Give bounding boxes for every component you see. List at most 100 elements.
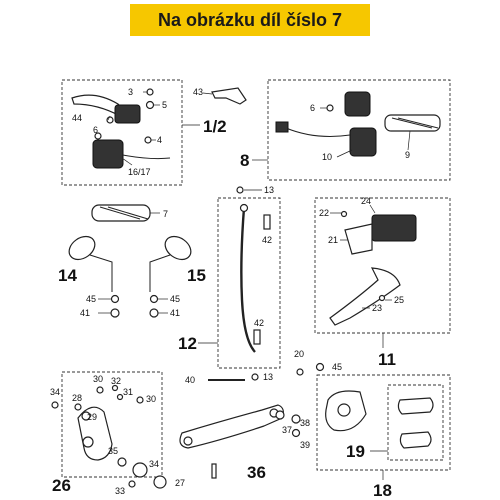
label-23: 23 xyxy=(372,303,382,313)
banjo-13-bottom xyxy=(251,373,259,381)
clip-32 xyxy=(111,384,119,392)
label-39: 39 xyxy=(300,440,310,450)
lever-clamp xyxy=(114,104,141,124)
screw-6 xyxy=(94,132,102,140)
label-41-right: 41 xyxy=(170,308,180,318)
group-label-26: 26 xyxy=(52,476,71,495)
label-35: 35 xyxy=(108,446,118,456)
bolt-34-top xyxy=(51,401,59,409)
mirror-stem-right xyxy=(149,254,171,292)
switch-housing-16-17 xyxy=(92,139,124,169)
nut-45-right xyxy=(149,294,159,304)
label-33: 33 xyxy=(115,486,125,496)
bush-30-top xyxy=(96,386,104,394)
label-13-top: 13 xyxy=(264,185,274,195)
label-6-right: 6 xyxy=(310,103,315,113)
label-7: 7 xyxy=(163,209,168,219)
label-34-top: 34 xyxy=(50,387,60,397)
nut-33 xyxy=(128,480,136,488)
label-40: 40 xyxy=(185,375,195,385)
arm-end-hole-left xyxy=(183,436,193,446)
page-title-banner: Na obrázku díl číslo 7 xyxy=(130,4,370,36)
label-16-17: 16/17 xyxy=(128,167,151,177)
nut-41-left xyxy=(110,308,120,318)
label-10: 10 xyxy=(322,152,332,162)
hose-fitting-top xyxy=(239,203,249,213)
label-44: 44 xyxy=(72,113,82,123)
group-box-1-2 xyxy=(61,79,183,186)
group-label-14: 14 xyxy=(58,266,77,285)
label-34-bottom: 34 xyxy=(149,459,159,469)
group-box-11 xyxy=(314,197,451,334)
group-label-36: 36 xyxy=(247,463,266,482)
group-label-15: 15 xyxy=(187,266,206,285)
washer-38 xyxy=(291,414,301,424)
group-box-8 xyxy=(267,79,451,181)
bolt-20 xyxy=(296,368,304,376)
nut-41-right xyxy=(149,308,159,318)
group-label-1-2: 1/2 xyxy=(203,117,227,136)
label-24: 24 xyxy=(361,196,371,206)
label-9: 9 xyxy=(405,150,410,160)
label-38: 38 xyxy=(300,418,310,428)
nut-45-left xyxy=(110,294,120,304)
label-41-left: 41 xyxy=(80,308,90,318)
mirror-cap-43 xyxy=(211,87,247,105)
brake-pad-top xyxy=(397,397,434,415)
switch-screw-4 xyxy=(144,136,152,144)
grip-texture xyxy=(391,117,439,129)
label-32: 32 xyxy=(111,376,121,386)
label-29: 29 xyxy=(87,412,97,422)
mirror-right-15 xyxy=(164,235,192,261)
nut-5 xyxy=(145,100,155,110)
washer-35 xyxy=(117,457,127,467)
group-label-12: 12 xyxy=(178,334,197,353)
label-30-right: 30 xyxy=(146,394,156,404)
label-13-bottom: 13 xyxy=(263,372,273,382)
switch-cover-10 xyxy=(349,127,377,157)
label-37: 37 xyxy=(282,425,292,435)
label-21: 21 xyxy=(328,235,338,245)
group-box-26 xyxy=(61,371,163,478)
clip-31 xyxy=(116,393,124,401)
bracket-hole xyxy=(82,436,94,448)
bolt-44 xyxy=(106,116,114,124)
label-45-right: 45 xyxy=(170,294,180,304)
label-22: 22 xyxy=(319,208,329,218)
screw-6-right xyxy=(326,104,334,112)
connector xyxy=(275,121,289,133)
label-28: 28 xyxy=(72,393,82,403)
label-30-top: 30 xyxy=(93,374,103,384)
grip-7-texture xyxy=(99,206,149,220)
banjo-bolt-42-top xyxy=(263,214,271,230)
brake-hose xyxy=(240,207,256,353)
banjo-13-top xyxy=(236,186,244,194)
bolt-28 xyxy=(74,403,82,411)
label-27: 27 xyxy=(175,478,185,488)
label-3: 3 xyxy=(128,87,133,97)
group-box-12 xyxy=(217,197,281,369)
nut-39 xyxy=(291,428,301,438)
brake-pad-bottom xyxy=(399,431,432,449)
washer-45 xyxy=(315,362,325,372)
caliper-piston xyxy=(337,403,351,417)
washer-27 xyxy=(153,475,167,489)
mirror-stem-left xyxy=(89,254,113,292)
mirror-left-14 xyxy=(68,235,96,261)
switch-wire xyxy=(122,154,171,160)
label-4: 4 xyxy=(157,135,162,145)
group-label-18: 18 xyxy=(373,481,392,500)
banjo-bolt-42-bottom xyxy=(253,329,261,345)
label-5: 5 xyxy=(162,100,167,110)
label-25: 25 xyxy=(394,295,404,305)
label-42-bottom: 42 xyxy=(254,318,264,328)
nut-34-bottom xyxy=(132,462,148,478)
label-45-left: 45 xyxy=(86,294,96,304)
label-42-top: 42 xyxy=(262,235,272,245)
master-cylinder-reservoir xyxy=(371,214,417,242)
group-box-18 xyxy=(316,374,451,471)
screw-22 xyxy=(340,210,348,218)
group-label-8: 8 xyxy=(240,151,249,170)
bolt-36-lower xyxy=(211,463,217,479)
